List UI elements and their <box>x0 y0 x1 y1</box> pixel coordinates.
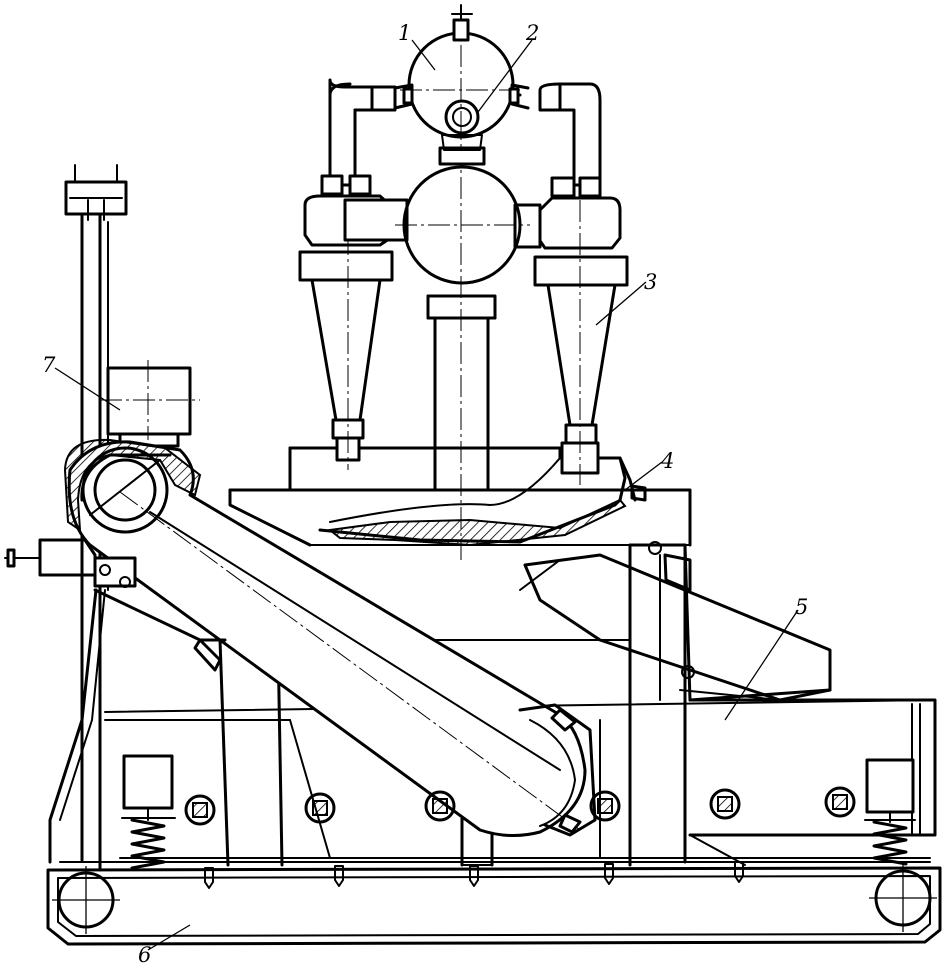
part-labels: 1 2 3 4 5 6 7 <box>42 21 808 967</box>
screen-deck <box>519 553 832 702</box>
base-frame <box>46 864 942 946</box>
leader-lines <box>54 39 799 951</box>
base-bolts <box>204 541 744 889</box>
cyclone-right <box>513 82 629 485</box>
cyclone-sump <box>288 446 647 547</box>
pump-assembly <box>393 4 530 285</box>
spring-left <box>121 754 176 870</box>
cyclone-left <box>298 78 409 470</box>
label-2: 2 <box>525 21 539 45</box>
label-3: 3 <box>644 270 657 294</box>
label-1: 1 <box>398 21 411 45</box>
center-column <box>426 12 497 560</box>
label-4: 4 <box>660 449 674 473</box>
vibrator-rollers <box>184 786 856 826</box>
drive-motor <box>100 360 200 448</box>
tension-bracket <box>4 538 227 672</box>
label-6: 6 <box>138 943 151 967</box>
left-post-cap <box>64 164 128 221</box>
label-5: 5 <box>795 595 808 619</box>
inclined-conveyor <box>63 438 597 837</box>
label-7: 7 <box>42 353 56 377</box>
spring-right <box>864 758 916 866</box>
